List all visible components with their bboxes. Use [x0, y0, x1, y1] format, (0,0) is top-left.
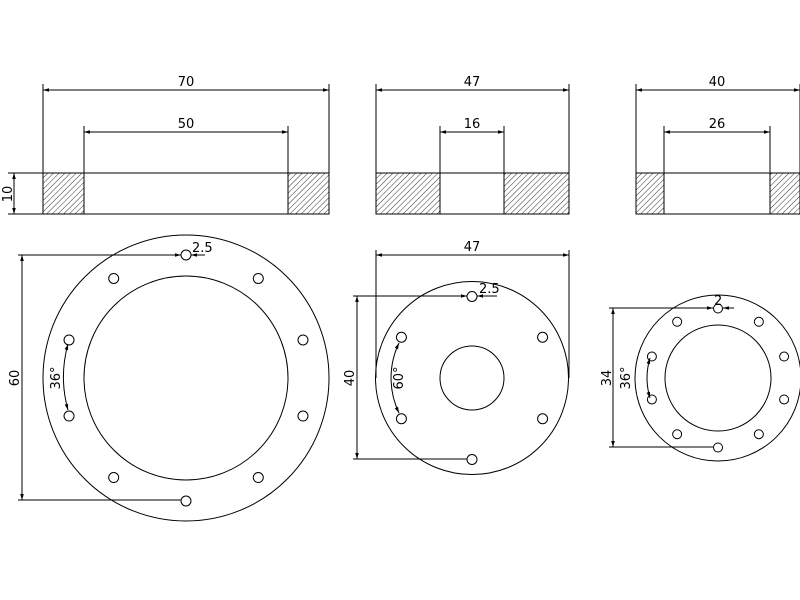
dim-bolt-circle: 40	[343, 370, 358, 387]
dim-angle: 36°	[619, 366, 634, 389]
bolt-hole	[252, 272, 264, 284]
bolt-hole	[672, 429, 683, 440]
bolt-hole	[108, 272, 120, 284]
part2-section-view: 47 16	[375, 75, 570, 215]
dim-angle: 36°	[49, 366, 64, 389]
bolt-hole	[779, 351, 790, 362]
dim-bolt-circle: 60	[8, 370, 23, 387]
bolt-hole	[466, 454, 478, 465]
dim-plan-outer: 47	[464, 240, 481, 255]
part1-section-view: 70 50 10	[1, 75, 330, 215]
bolt-hole	[63, 410, 75, 422]
bolt-hole	[180, 495, 192, 507]
dim-hole-dia: 2.5	[479, 282, 500, 297]
dim-inner-dia: 50	[178, 117, 195, 132]
bolt-hole	[713, 303, 723, 314]
bolt-hole	[646, 351, 657, 362]
bolt-hole	[395, 413, 407, 425]
bolt-hole	[297, 410, 309, 422]
bolt-hole	[646, 394, 657, 405]
bolt-hole	[395, 331, 407, 343]
dim-outer-dia: 47	[464, 75, 481, 90]
bolt-hole	[252, 472, 264, 484]
dim-outer-dia: 40	[709, 75, 726, 90]
bolt-hole	[753, 316, 764, 327]
bolt-hole	[297, 334, 309, 346]
bolt-hole	[537, 331, 549, 343]
bolt-hole	[753, 429, 764, 440]
dim-hole-dia: 2.5	[192, 241, 213, 256]
bolt-hole	[672, 316, 683, 327]
dim-thickness: 10	[1, 186, 16, 203]
bolt-hole	[537, 413, 549, 425]
dim-outer-dia: 70	[178, 75, 195, 90]
bolt-hole	[713, 442, 723, 453]
dim-hole-dia: 2	[714, 294, 722, 309]
dim-inner-dia: 16	[464, 117, 481, 132]
bolt-hole	[466, 291, 478, 302]
bolt-hole	[180, 249, 192, 261]
part3-plan-view: 34 2 36°	[600, 294, 800, 462]
dim-angle: 60°	[392, 366, 407, 389]
part2-plan-view: 47 40 2.5 60°	[343, 240, 570, 475]
bolt-hole	[63, 334, 75, 346]
part3-section-view: 40 26	[635, 75, 800, 215]
dim-inner-dia: 26	[709, 117, 726, 132]
bolt-hole	[108, 472, 120, 484]
dim-bolt-circle: 34	[600, 370, 615, 387]
part1-plan-view: 60 2.5 36°	[8, 234, 330, 522]
bolt-hole	[779, 394, 790, 405]
